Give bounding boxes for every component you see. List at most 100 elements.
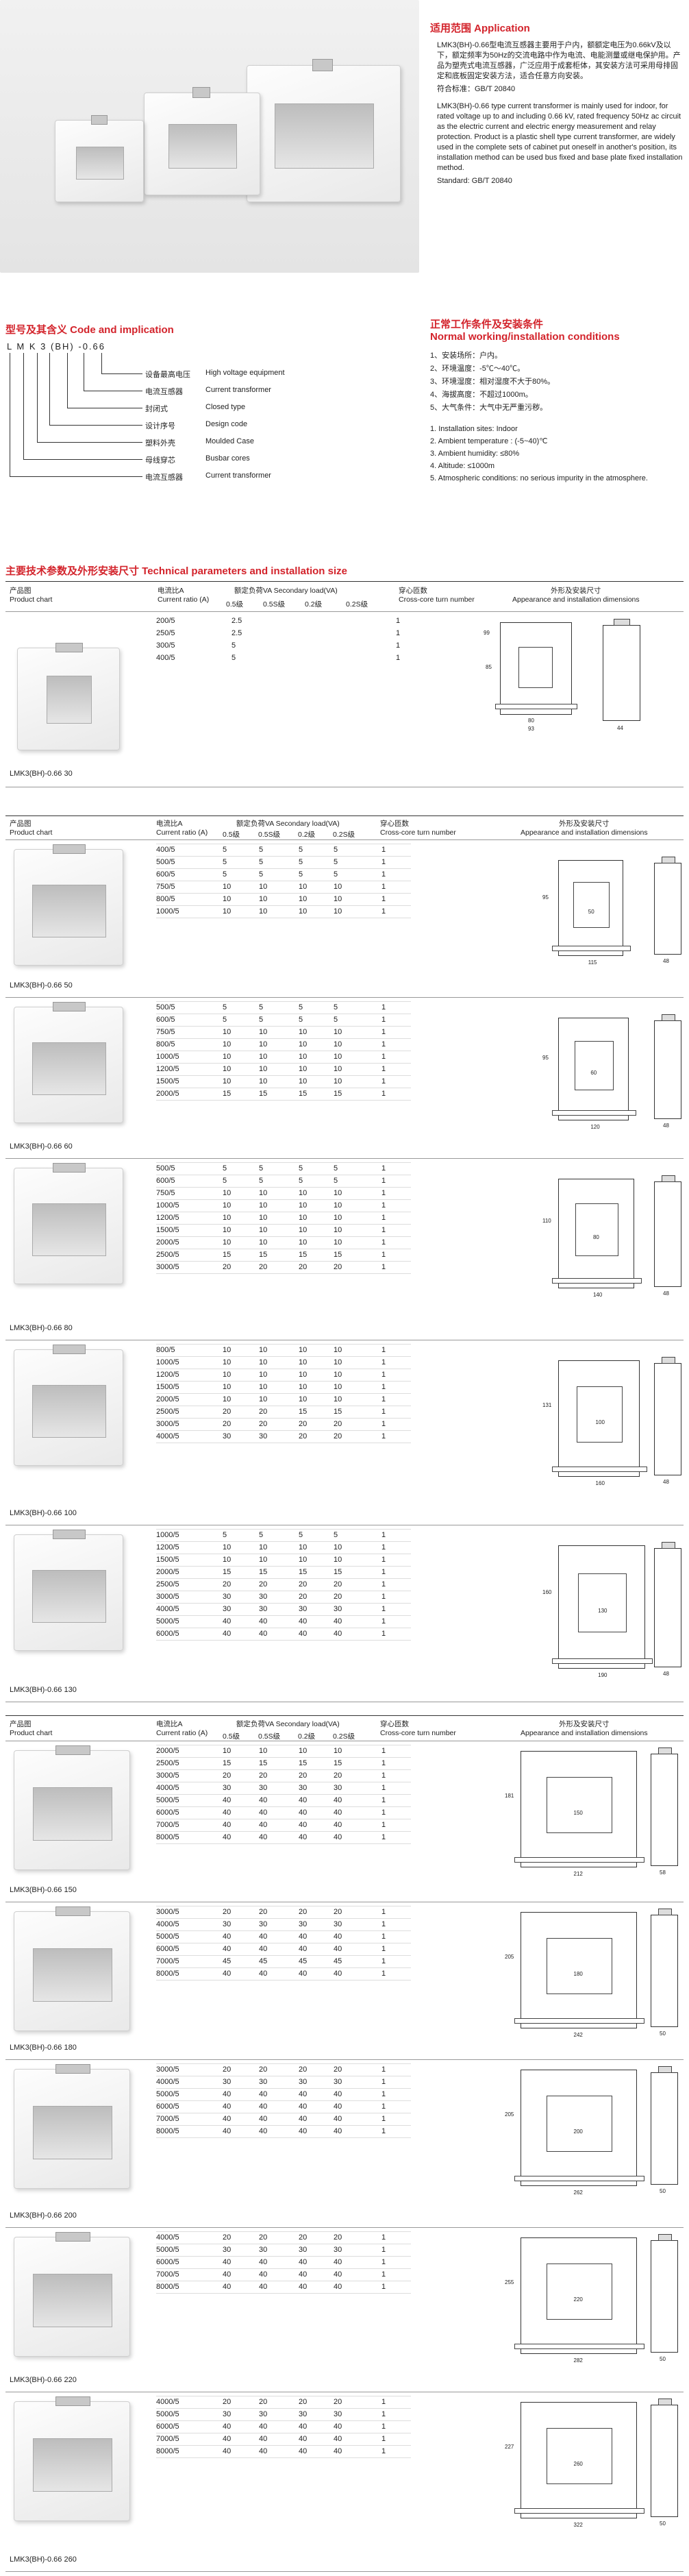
drawing-front: 95 50 115 (542, 860, 631, 966)
ct-photo (14, 844, 123, 966)
drawing-side: 48 (654, 857, 681, 964)
drawing-side: 50 (651, 2066, 678, 2194)
ct-photo (14, 1002, 123, 1123)
model-label: LMK3(BH)-0.66 150 (10, 1886, 77, 1894)
model-label: LMK3(BH)-0.66 180 (10, 2044, 77, 2052)
drawing-front: 95 60 120 (542, 1018, 636, 1130)
drawing-30-front: 99 85 80 93 (484, 622, 577, 732)
drawing-front: 110 80 140 (542, 1179, 642, 1298)
ct-photo (14, 2232, 130, 2357)
model-label: LMK3(BH)-0.66 200 (10, 2211, 77, 2220)
drawing-front: 131 100 160 (542, 1360, 647, 1486)
drawing-side: 48 (654, 1357, 681, 1485)
drawing-side: 48 (654, 1542, 681, 1677)
application-en-standard: Standard: GB/T 20840 (437, 177, 512, 185)
model-label: LMK3(BH)-0.66 100 (10, 1509, 77, 1517)
product-photo (0, 0, 419, 273)
drawing-side: 50 (651, 2234, 678, 2362)
application-cn: LMK3(BH)-0.66型电流互感器主要用于户内，额额定电压为0.66kV及以… (437, 41, 681, 80)
normal-conditions: 正常工作条件及安装条件 Normal working/installation … (430, 319, 648, 482)
ct-photo (14, 1163, 123, 1284)
ct-photo (14, 2396, 130, 2521)
drawing-front: 255 220 282 (505, 2237, 644, 2364)
ct-image-medium (144, 87, 260, 195)
drawing-front: 205 200 262 (505, 2070, 644, 2196)
ct-photo (14, 2064, 130, 2189)
application-title: 适用范围 Application (430, 23, 530, 34)
model-label: LMK3(BH)-0.66 130 (10, 1686, 77, 1694)
drawing-side: 48 (654, 1014, 681, 1129)
code-title: 型号及其含义 Code and implication (5, 324, 174, 336)
ct-photo-30 (17, 643, 120, 750)
application-en: LMK3(BH)-0.66 type current transformer i… (437, 102, 683, 172)
model-label: LMK3(BH)-0.66 50 (10, 981, 73, 990)
drawing-30-side: 44 (603, 619, 640, 731)
model-label: LMK3(BH)-0.66 260 (10, 2555, 77, 2564)
